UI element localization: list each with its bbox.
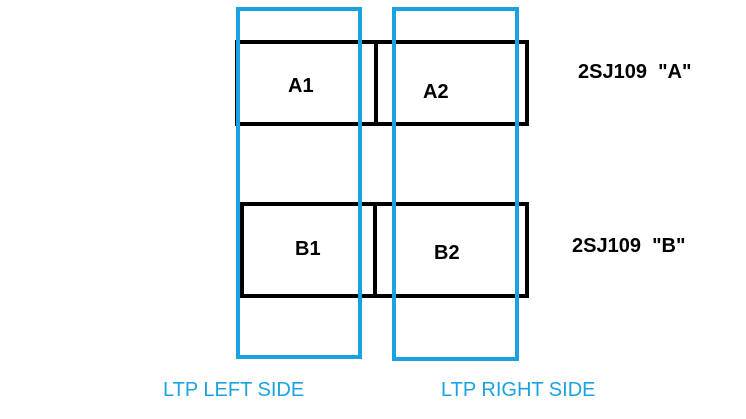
ltp-left-side-label: LTP LEFT SIDE <box>163 379 304 401</box>
transistor-b-outline <box>240 202 529 298</box>
ltp-right-side-box <box>392 7 519 361</box>
cell-a1-label: A1 <box>288 75 314 97</box>
transistor-a-outline <box>235 40 529 126</box>
part-b-label: 2SJ109 "B" <box>572 235 685 257</box>
ltp-left-side-box <box>236 7 362 359</box>
part-a-label: 2SJ109 "A" <box>578 61 691 83</box>
ltp-right-side-label: LTP RIGHT SIDE <box>441 379 595 401</box>
cell-a2-box <box>374 40 529 126</box>
cell-b2-label: B2 <box>434 242 460 264</box>
cell-a2-label: A2 <box>423 81 449 103</box>
cell-b1-label: B1 <box>295 238 321 260</box>
cell-b2-box <box>373 202 529 298</box>
